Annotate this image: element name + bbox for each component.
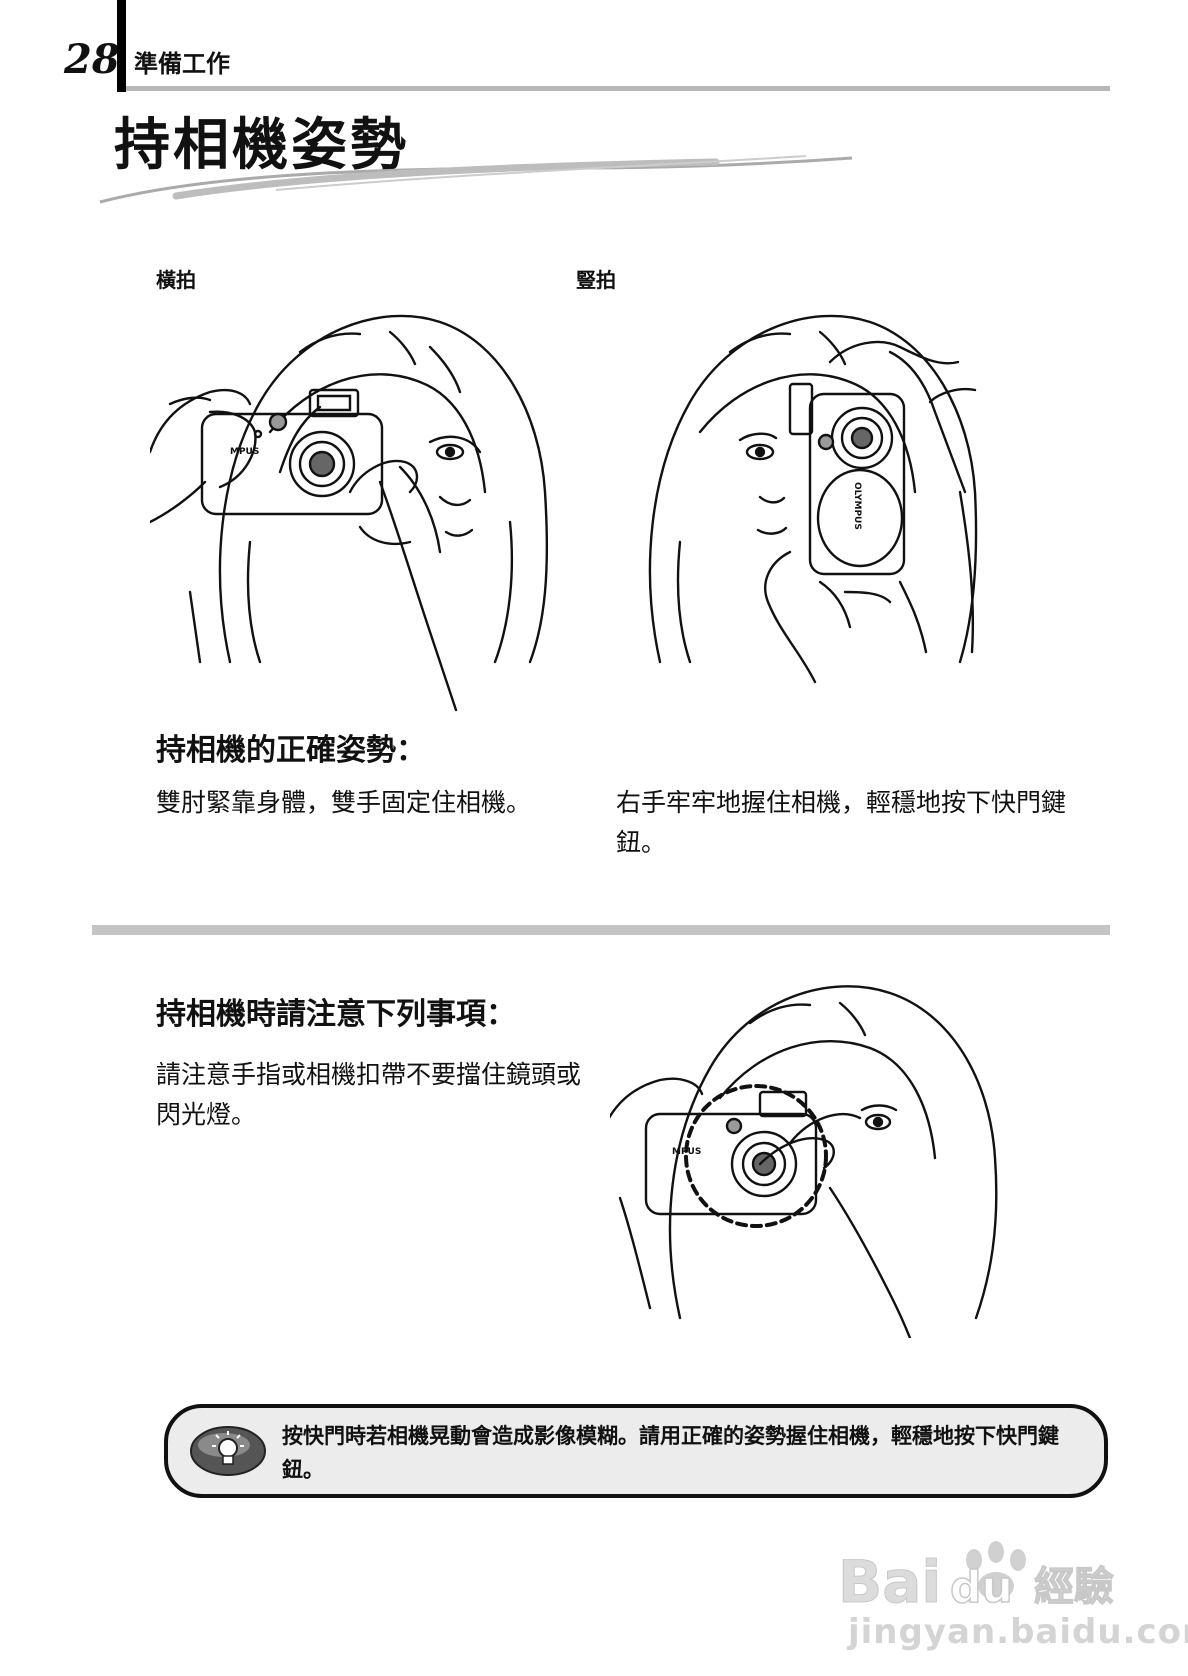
watermark-url: jingyan.baidu.com [848,1612,1188,1652]
vertical-shooting-label: 豎拍 [576,268,616,292]
lightbulb-icon [190,1426,266,1476]
correct-posture-right-text: 右手牢牢地握住相機，輕穩地按下快門鍵鈕。 [616,788,1067,857]
camera-brand-text: MPUS [230,447,259,457]
svg-text:經驗: 經驗 [1034,1564,1114,1610]
camera-brand-text: OLYMPUS [852,482,862,530]
caution-heading: 持相機時請注意下列事項： [156,997,516,1032]
vertical-hold-illustration: OLYMPUS [648,314,978,684]
svg-text:du: du [950,1562,1013,1613]
header-bar [117,0,126,92]
header-rule [126,86,1110,91]
correct-posture-heading: 持相機的正確姿勢： [156,733,426,768]
page-title: 持相機姿勢 [114,113,409,178]
section-divider [92,925,1110,935]
tip-box [164,1404,1108,1498]
horizontal-shooting-label: 橫拍 [156,268,196,292]
page-number: 28 [64,36,120,83]
title-swoosh [99,155,853,204]
chapter-title: 準備工作 [134,50,230,78]
horizontal-hold-illustration: MPUS [150,314,549,712]
correct-posture-left-text: 雙肘緊靠身體，雙手固定住相機。 [156,788,532,817]
blocked-lens-illustration: MPUS [610,985,998,1338]
baidu-watermark-logo: Bai du 經驗 [838,1541,1115,1617]
tip-text: 按快門時若相機晃動會造成影像模糊。請用正確的姿勢握住相機，輕穩地按下快門鍵鈕。 [282,1424,1059,1482]
caution-text: 請注意手指或相機扣帶不要擋住鏡頭或閃光燈。 [156,1060,582,1129]
svg-text:Bai: Bai [838,1548,941,1616]
